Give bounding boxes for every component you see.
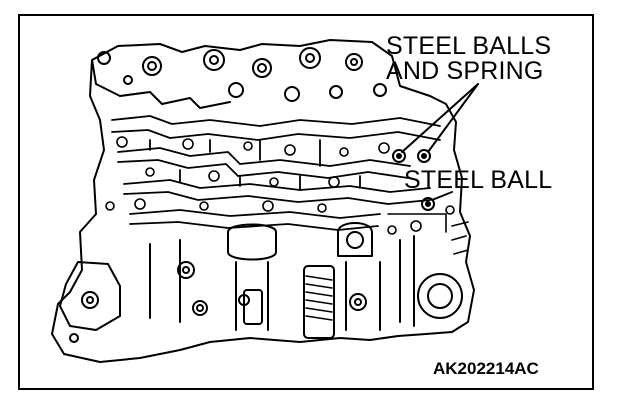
leader-line-steel-ball xyxy=(431,191,453,201)
right-side-detail xyxy=(387,213,469,255)
steel-ball-label: STEEL BALL xyxy=(404,166,553,194)
top-bosses xyxy=(142,47,387,102)
figure-code: AK202214AC xyxy=(433,359,539,378)
leader-line-steel-balls-1 xyxy=(401,83,479,153)
valve-bores xyxy=(149,222,415,339)
oil-passages xyxy=(111,115,441,231)
lower-left-bracket xyxy=(59,261,121,343)
bolt-hole xyxy=(123,75,133,85)
leader-lines xyxy=(401,83,479,201)
valve-body-outline xyxy=(51,39,475,363)
ports xyxy=(105,136,455,215)
leader-line-steel-balls-2 xyxy=(427,83,479,153)
steel-balls-and-spring-label-line2: AND SPRING xyxy=(386,57,544,85)
steel-balls-and-spring-label-line1: STEEL BALLS xyxy=(386,32,552,60)
steel-balls xyxy=(392,149,435,211)
bolt-hole xyxy=(97,51,111,65)
upper-left-lobe xyxy=(91,59,231,109)
large-boss xyxy=(417,273,463,319)
